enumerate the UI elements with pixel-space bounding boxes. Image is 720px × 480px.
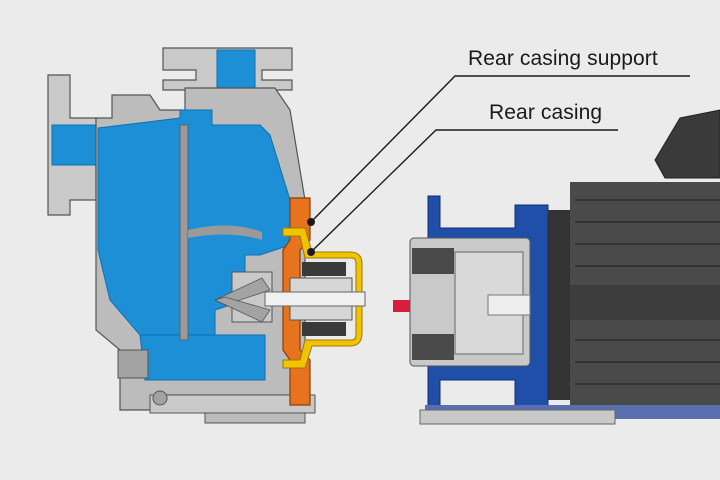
pump-foot — [204, 412, 306, 424]
rear-casing-support-label: Rear casing support — [468, 47, 658, 70]
motor-mid-band — [570, 285, 720, 320]
rear-casing-part — [282, 227, 363, 369]
outer-magnet-lower — [412, 334, 454, 360]
lower-bracket — [117, 349, 149, 379]
pump-fluid-chamber-lower — [139, 334, 266, 381]
motor-flange — [548, 210, 570, 400]
motor-cooling-fins — [575, 199, 720, 385]
volute-wall — [188, 225, 262, 240]
inner-magnet-lower — [302, 322, 346, 336]
suction-port — [51, 124, 99, 166]
pump-shaft — [264, 291, 366, 307]
leader-line-rear-casing-support — [310, 75, 690, 223]
pump-assembly — [47, 47, 366, 424]
outer-magnet-upper — [412, 248, 454, 274]
leader-line-rear-casing — [310, 129, 618, 253]
inner-magnet-upper — [302, 262, 346, 276]
motor-terminal-box — [654, 109, 720, 179]
internal-partition — [179, 124, 189, 341]
drain-bolt — [152, 390, 168, 406]
impeller-vane-lower — [213, 296, 271, 323]
motor-assembly — [409, 109, 720, 425]
motor-shaft — [487, 294, 531, 316]
rear-casing-label: Rear casing — [489, 101, 603, 124]
motor-base-plate — [419, 409, 616, 425]
